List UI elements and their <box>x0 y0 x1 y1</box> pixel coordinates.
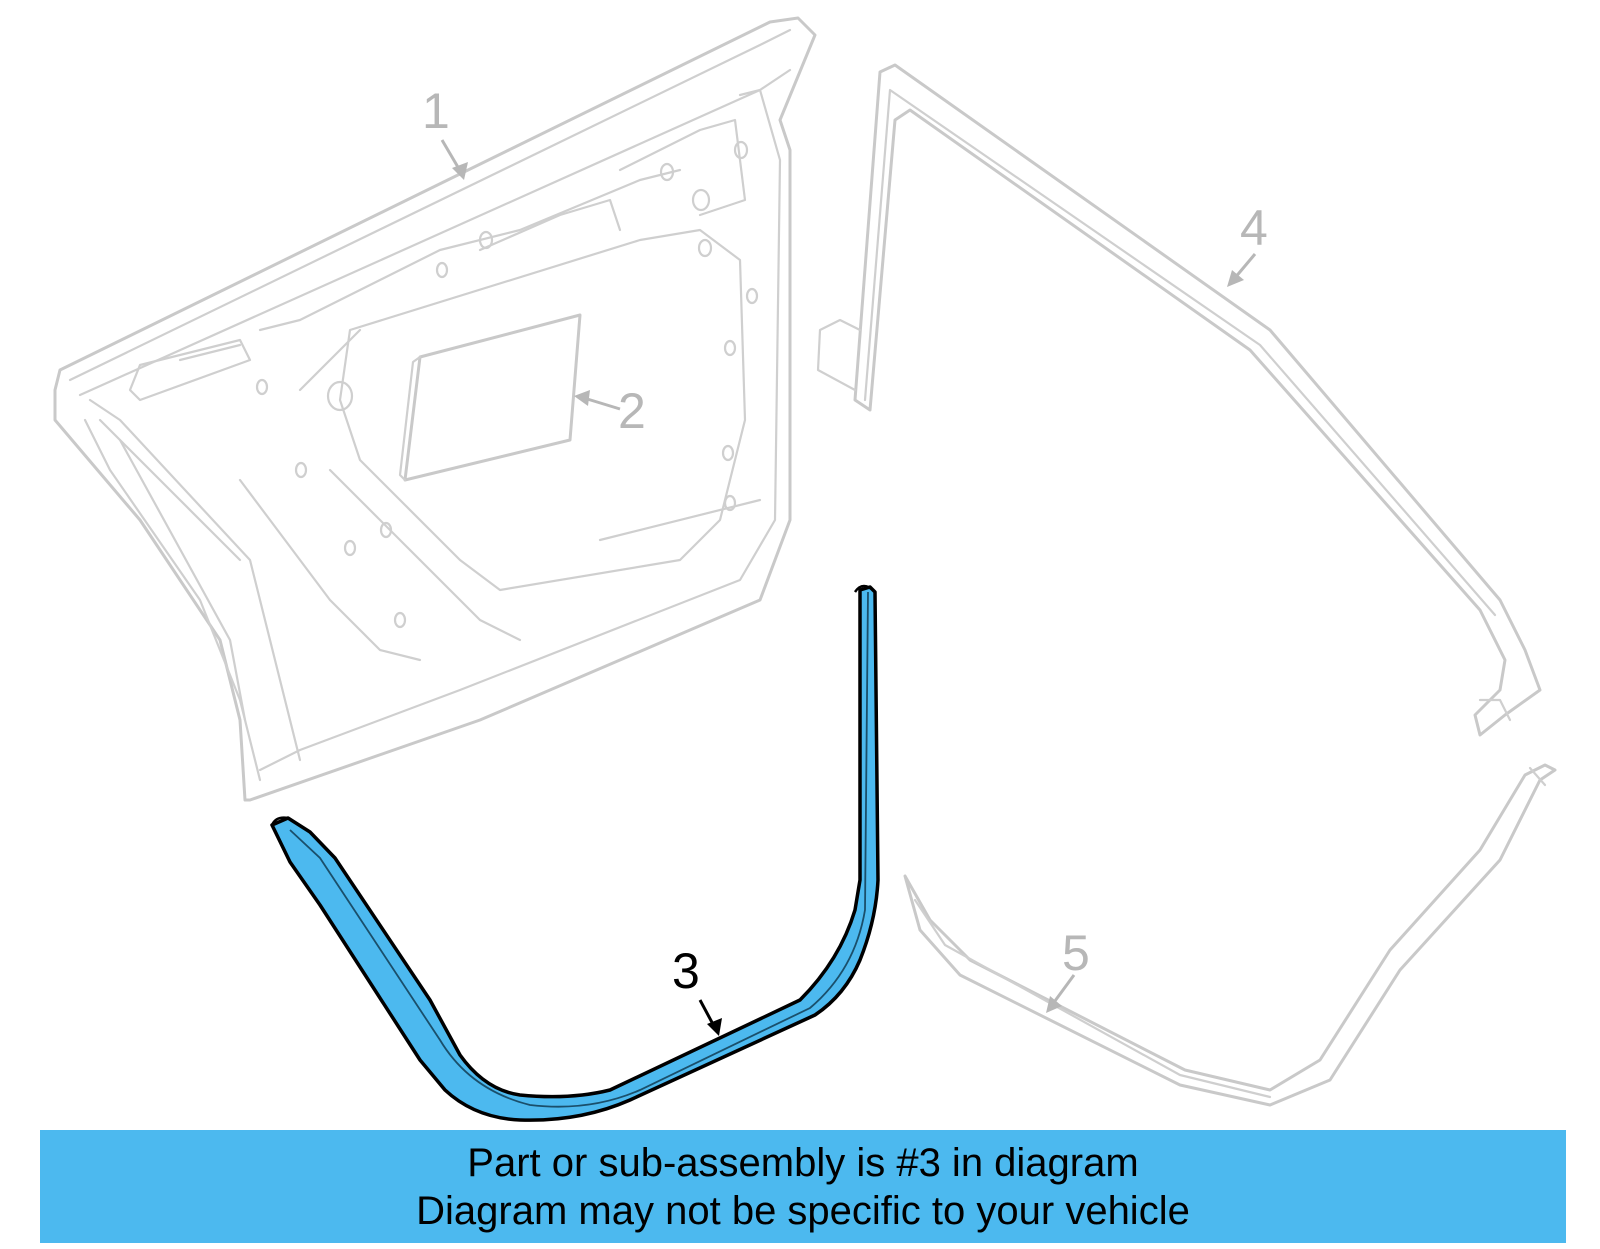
part-5-lower-weatherstrip <box>903 763 1557 1107</box>
callout-label-2: 2 <box>618 383 646 439</box>
part-4-frame-weatherstrip <box>816 63 1542 737</box>
part-1-door-shell <box>53 16 817 802</box>
callout-label-4: 4 <box>1240 200 1268 256</box>
part-2-panel <box>398 313 582 482</box>
banner-line-1: Part or sub-assembly is #3 in diagram <box>467 1140 1139 1185</box>
callout-labels: 1 2 4 5 3 <box>422 83 1268 999</box>
part-3-seal-shape <box>270 585 880 1122</box>
banner-line-2: Diagram may not be specific to your vehi… <box>416 1188 1190 1233</box>
callout-label-1: 1 <box>422 83 450 139</box>
callout-label-5: 5 <box>1062 925 1090 981</box>
part-3-highlighted-seal <box>270 584 880 1122</box>
info-banner: Part or sub-assembly is #3 in diagram Di… <box>40 1130 1566 1243</box>
callout-leaders <box>440 139 1257 1036</box>
callout-label-3: 3 <box>672 943 700 999</box>
